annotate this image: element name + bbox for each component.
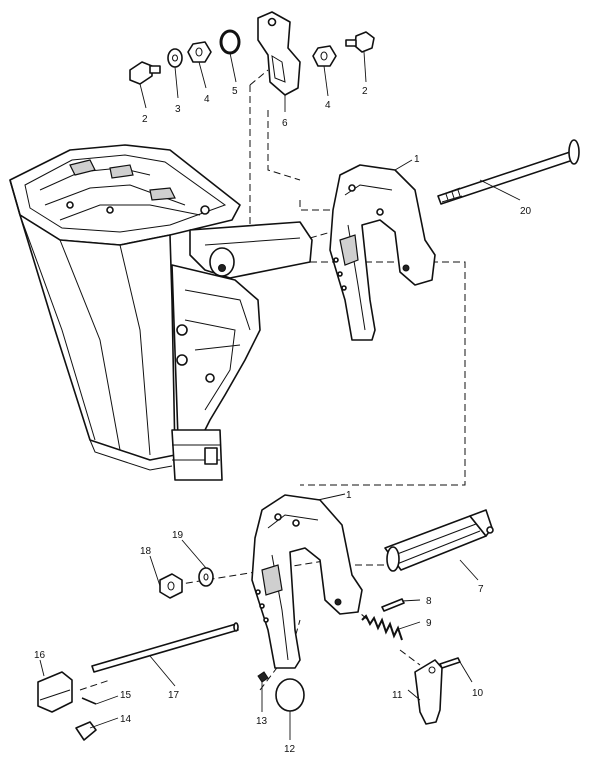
- callouts: 2 3 4 5 6 4 2 1 20 1 7 8 9 10 11 12 13 1…: [34, 86, 532, 755]
- callout-12: 12: [284, 744, 296, 755]
- driveshaft-housing: [9, 144, 241, 471]
- callout-6: 6: [282, 118, 288, 129]
- callout-1-top: 1: [414, 154, 420, 165]
- bottom-left-hardware: [37, 567, 305, 741]
- leader-lines: [39, 51, 521, 740]
- callout-11: 11: [392, 690, 403, 701]
- top-hardware: [129, 11, 375, 96]
- callout-7: 7: [478, 584, 484, 595]
- swivel-bracket: [171, 221, 313, 481]
- callout-9: 9: [426, 618, 432, 629]
- callout-20: 20: [520, 206, 532, 217]
- callout-15: 15: [120, 690, 132, 701]
- callout-14: 14: [120, 714, 132, 725]
- callout-2-right: 2: [362, 86, 368, 97]
- clamp-bracket-top: [329, 164, 436, 341]
- callout-19: 19: [172, 530, 184, 541]
- callout-8: 8: [426, 596, 432, 607]
- callout-10: 10: [472, 688, 484, 699]
- callout-5: 5: [232, 86, 238, 97]
- callout-2-left: 2: [142, 114, 148, 125]
- callout-13: 13: [256, 716, 268, 727]
- callout-4-left: 4: [204, 94, 210, 105]
- through-rod: [437, 139, 580, 205]
- callout-1-bottom: 1: [346, 490, 352, 501]
- callout-18: 18: [140, 546, 152, 557]
- callout-3: 3: [175, 104, 181, 115]
- callout-17: 17: [168, 690, 180, 701]
- clamp-handle: [384, 509, 494, 572]
- screw-left: [129, 61, 153, 85]
- lock-parts: [361, 598, 461, 725]
- clamp-bracket-bottom: [251, 494, 363, 669]
- callout-16: 16: [34, 650, 46, 661]
- callout-4-right: 4: [325, 100, 331, 111]
